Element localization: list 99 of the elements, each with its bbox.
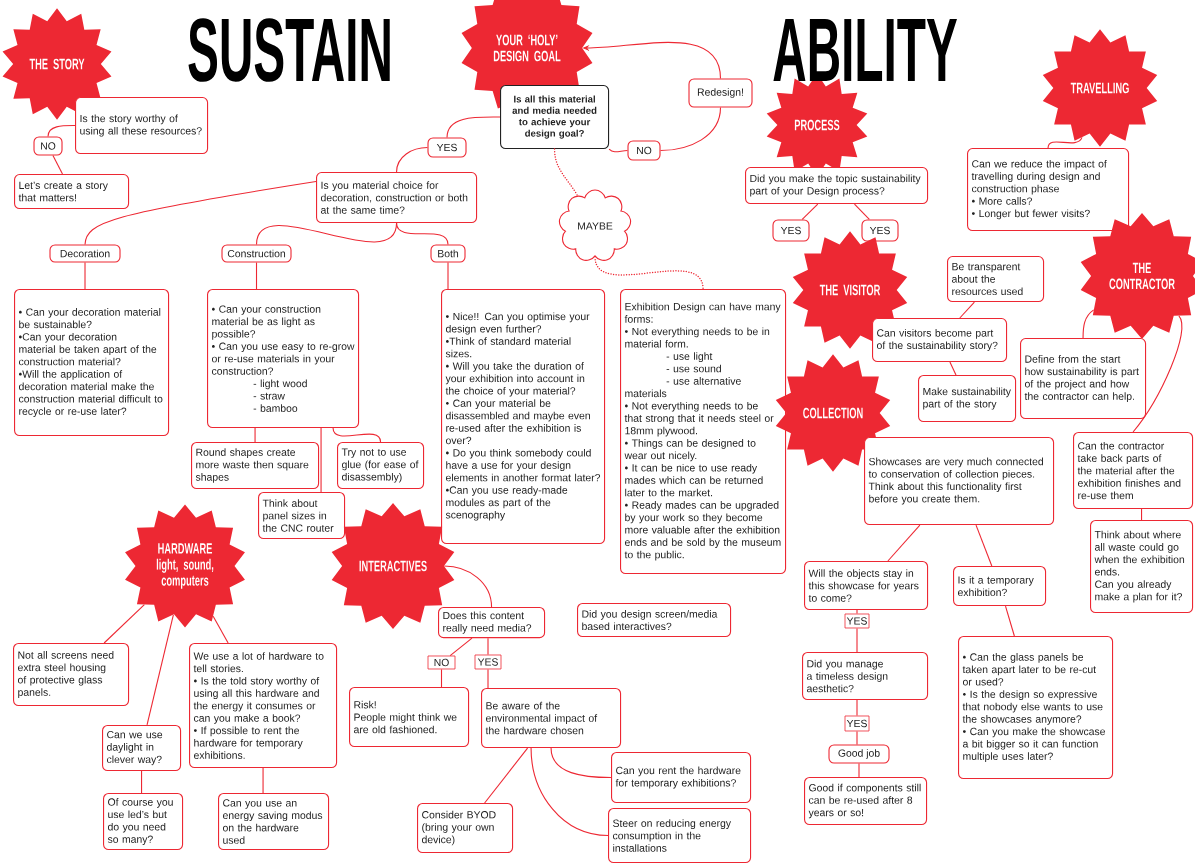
- connector-line: [84, 181, 317, 245]
- text-box: Can the contractor take back parts of the material after the exhibition finishes and re-use them: [1073, 432, 1194, 510]
- connector-line: [47, 125, 76, 137]
- text-box: We use a lot of hardware to tell stories. • Is the told story worthy of using all this hardware and the energy it consumes or can you make a book? • If possible to rent the hardware for temporary exhibitions.: [189, 643, 338, 769]
- connector-line: [608, 148, 628, 153]
- connector-line: [396, 146, 428, 173]
- connector-line: [1132, 315, 1183, 433]
- connector-line: [856, 609, 858, 615]
- text-box: Exhibition Design can have many forms: • Not everything needs to be in material form. - use light - use sound - use alternative materials • Not everything needs to be that strong that it needs steel or 18mm plywood. • Things can be designed to wear out nicely. • It can be nice to use ready mades which can be returned later to the market. • Ready mades can be upgraded by your work so they become more valuable after the exhibition ends and be sold by the museum to the public.: [620, 289, 787, 575]
- text-box: Is it a temporary exhibition?: [953, 566, 1047, 607]
- connector-line: [447, 262, 449, 290]
- answer-tag: NO: [427, 655, 456, 670]
- connector-line: [484, 747, 529, 804]
- connector-line: [146, 614, 174, 726]
- answer-tag: YES: [474, 654, 502, 670]
- answer-tag: YES: [861, 219, 899, 242]
- text-box: Think about panel sizes in the CNC router: [258, 492, 346, 540]
- text-box: • Can your decoration material be sustainable? •Can your decoration material be taken apart of the construction material? •Will the application of decoration material make the construction material difficult to recycle or re-use later?: [14, 289, 170, 437]
- connector-line: [1004, 605, 1015, 637]
- connector-line: [887, 524, 921, 562]
- question-box: Is all this material and media needed to achieve your design goal?: [500, 85, 610, 150]
- connector-line: [959, 301, 975, 319]
- connector-line: [975, 524, 993, 567]
- text-box: Showcases are very much connected to conservation of collection pieces. Think about this functionality first before you create them.: [864, 437, 1055, 526]
- connector-line: [52, 155, 64, 175]
- text-box: Be aware of the environmental impact of the hardware chosen: [481, 688, 622, 749]
- answer-tag: NO: [627, 140, 661, 161]
- text-box: Can you rent the hardware for temporary exhibitions?: [611, 752, 752, 804]
- text-box: • Nice!! Can you optimise your design even further? •Think of standard material sizes. • Will you take the duration of your exhibition into account in the choice of your material? • Can your material be disassembled and maybe even re-used after the exhibition is over? • Do you think somebody could have a use for your design elements in another format later? •Can you use ready-made modules as part of the scenography: [441, 289, 606, 545]
- text-box: Does this content really need media?: [438, 607, 546, 639]
- answer-tag: Good job: [828, 744, 890, 764]
- text-box: Not all screens need extra steel housing of protective glass panels.: [13, 643, 130, 707]
- text-box: Good if components still can be re-used after 8 years or so!: [804, 777, 928, 826]
- answer-tag: YES: [844, 715, 870, 732]
- text-box: Think about where all waste could go when the exhibition ends. Can you already make a plan for it?: [1090, 520, 1194, 614]
- text-box: Let’s create a story that matters!: [14, 174, 130, 210]
- text-box: Risk! People might think we are old fashioned.: [349, 687, 470, 748]
- text-box: Define from the start how sustainability is part of the project and how the contractor can help.: [1020, 338, 1147, 420]
- connector-line: [84, 262, 86, 290]
- connector-line: [856, 730, 858, 745]
- text-box: Will the objects stay in this showcase for years to come?: [804, 561, 929, 611]
- answer-tag: YES: [427, 137, 467, 158]
- text-box: Consider BYOD (bring your own device): [417, 803, 514, 854]
- connector-line: [594, 256, 704, 290]
- text-box: Of course you use led’s but do you need so many?: [103, 793, 184, 851]
- connector-line: [1082, 309, 1095, 339]
- connector-line: [255, 262, 258, 290]
- connector-line: [262, 767, 264, 794]
- connector-line: [443, 565, 493, 608]
- answer-tag: Construction: [221, 244, 292, 263]
- connector-line: [487, 637, 489, 656]
- text-box: Is the story worthy of using all these resources?: [75, 97, 209, 155]
- connector-line: [255, 222, 398, 245]
- answer-tag: Redesign!: [688, 78, 753, 108]
- text-box: Try not to use glue (for ease of disassembly): [337, 442, 425, 490]
- text-box: Is you material choice for decoration, construction or both at the same time?: [316, 172, 478, 224]
- text-box: Steer on reducing energy consumption in the installations: [608, 808, 752, 864]
- text-box: Did you manage a timeless design aesthetic?: [802, 652, 929, 701]
- connector-line: [212, 615, 229, 644]
- text-box: Did you design screen/media based interactives?: [577, 603, 732, 638]
- connector-line: [949, 361, 957, 376]
- connector-line: [141, 770, 143, 794]
- starburst: TRAVELLING: [1042, 29, 1158, 147]
- connector-line: [660, 107, 722, 152]
- text-box: Did you make the topic sustainability part of your Design process?: [745, 167, 929, 205]
- answer-tag: YES: [772, 219, 810, 242]
- text-box: Can you use an energy saving modus on the hardware used: [218, 793, 330, 851]
- text-box: Can we use daylight in clever way?: [102, 725, 182, 772]
- connector-line: [801, 203, 819, 220]
- text-box: Can visitors become part of the sustainability story?: [872, 318, 1008, 363]
- connector-line: [446, 116, 501, 138]
- connector-line: [396, 222, 449, 245]
- connector-line: [449, 637, 473, 657]
- connector-line: [530, 747, 609, 837]
- connector-line: [1141, 508, 1143, 521]
- text-box: • Can your construction material be as light as possible? • Can you use easy to re-grow or re-use materials in your construction? - light wood - straw - bamboo: [207, 289, 360, 429]
- text-box: Make sustainability part of the story: [918, 375, 1017, 423]
- answer-tag: YES: [844, 613, 870, 629]
- connector-line: [858, 763, 860, 778]
- connector-line: [856, 627, 858, 653]
- text-box: Round shapes create more waste then square shapes: [191, 442, 320, 490]
- connector-line: [332, 427, 382, 443]
- answer-tag: NO: [33, 136, 63, 156]
- connector-line: [856, 699, 858, 717]
- connector-line: [103, 604, 145, 644]
- title-text: SUSTAIN: [188, 18, 390, 82]
- connector-line: [254, 427, 256, 443]
- text-box: Be transparent about the resources used: [947, 256, 1045, 303]
- answer-tag: Decoration: [49, 244, 121, 263]
- answer-tag: Both: [430, 244, 466, 263]
- connector-line: [320, 427, 322, 493]
- text-box: Can we reduce the impact of travelling during design and construction phase • More calls? • Longer but fewer visits?: [967, 148, 1130, 232]
- starburst: HARDWARE light, sound, computers: [125, 504, 245, 628]
- connector-line: [487, 668, 489, 689]
- connector-line: [550, 747, 612, 779]
- connector-line: [853, 203, 870, 220]
- connector-line: [553, 148, 579, 197]
- connector-line: [440, 668, 443, 688]
- text-box: • Can the glass panels be taken apart later to be re-cut or used? • Is the design so expressive that nobody else wants to use the showcases anymore? • Can you make the showcase a bit bigger so it can function multiple uses later?: [958, 636, 1114, 780]
